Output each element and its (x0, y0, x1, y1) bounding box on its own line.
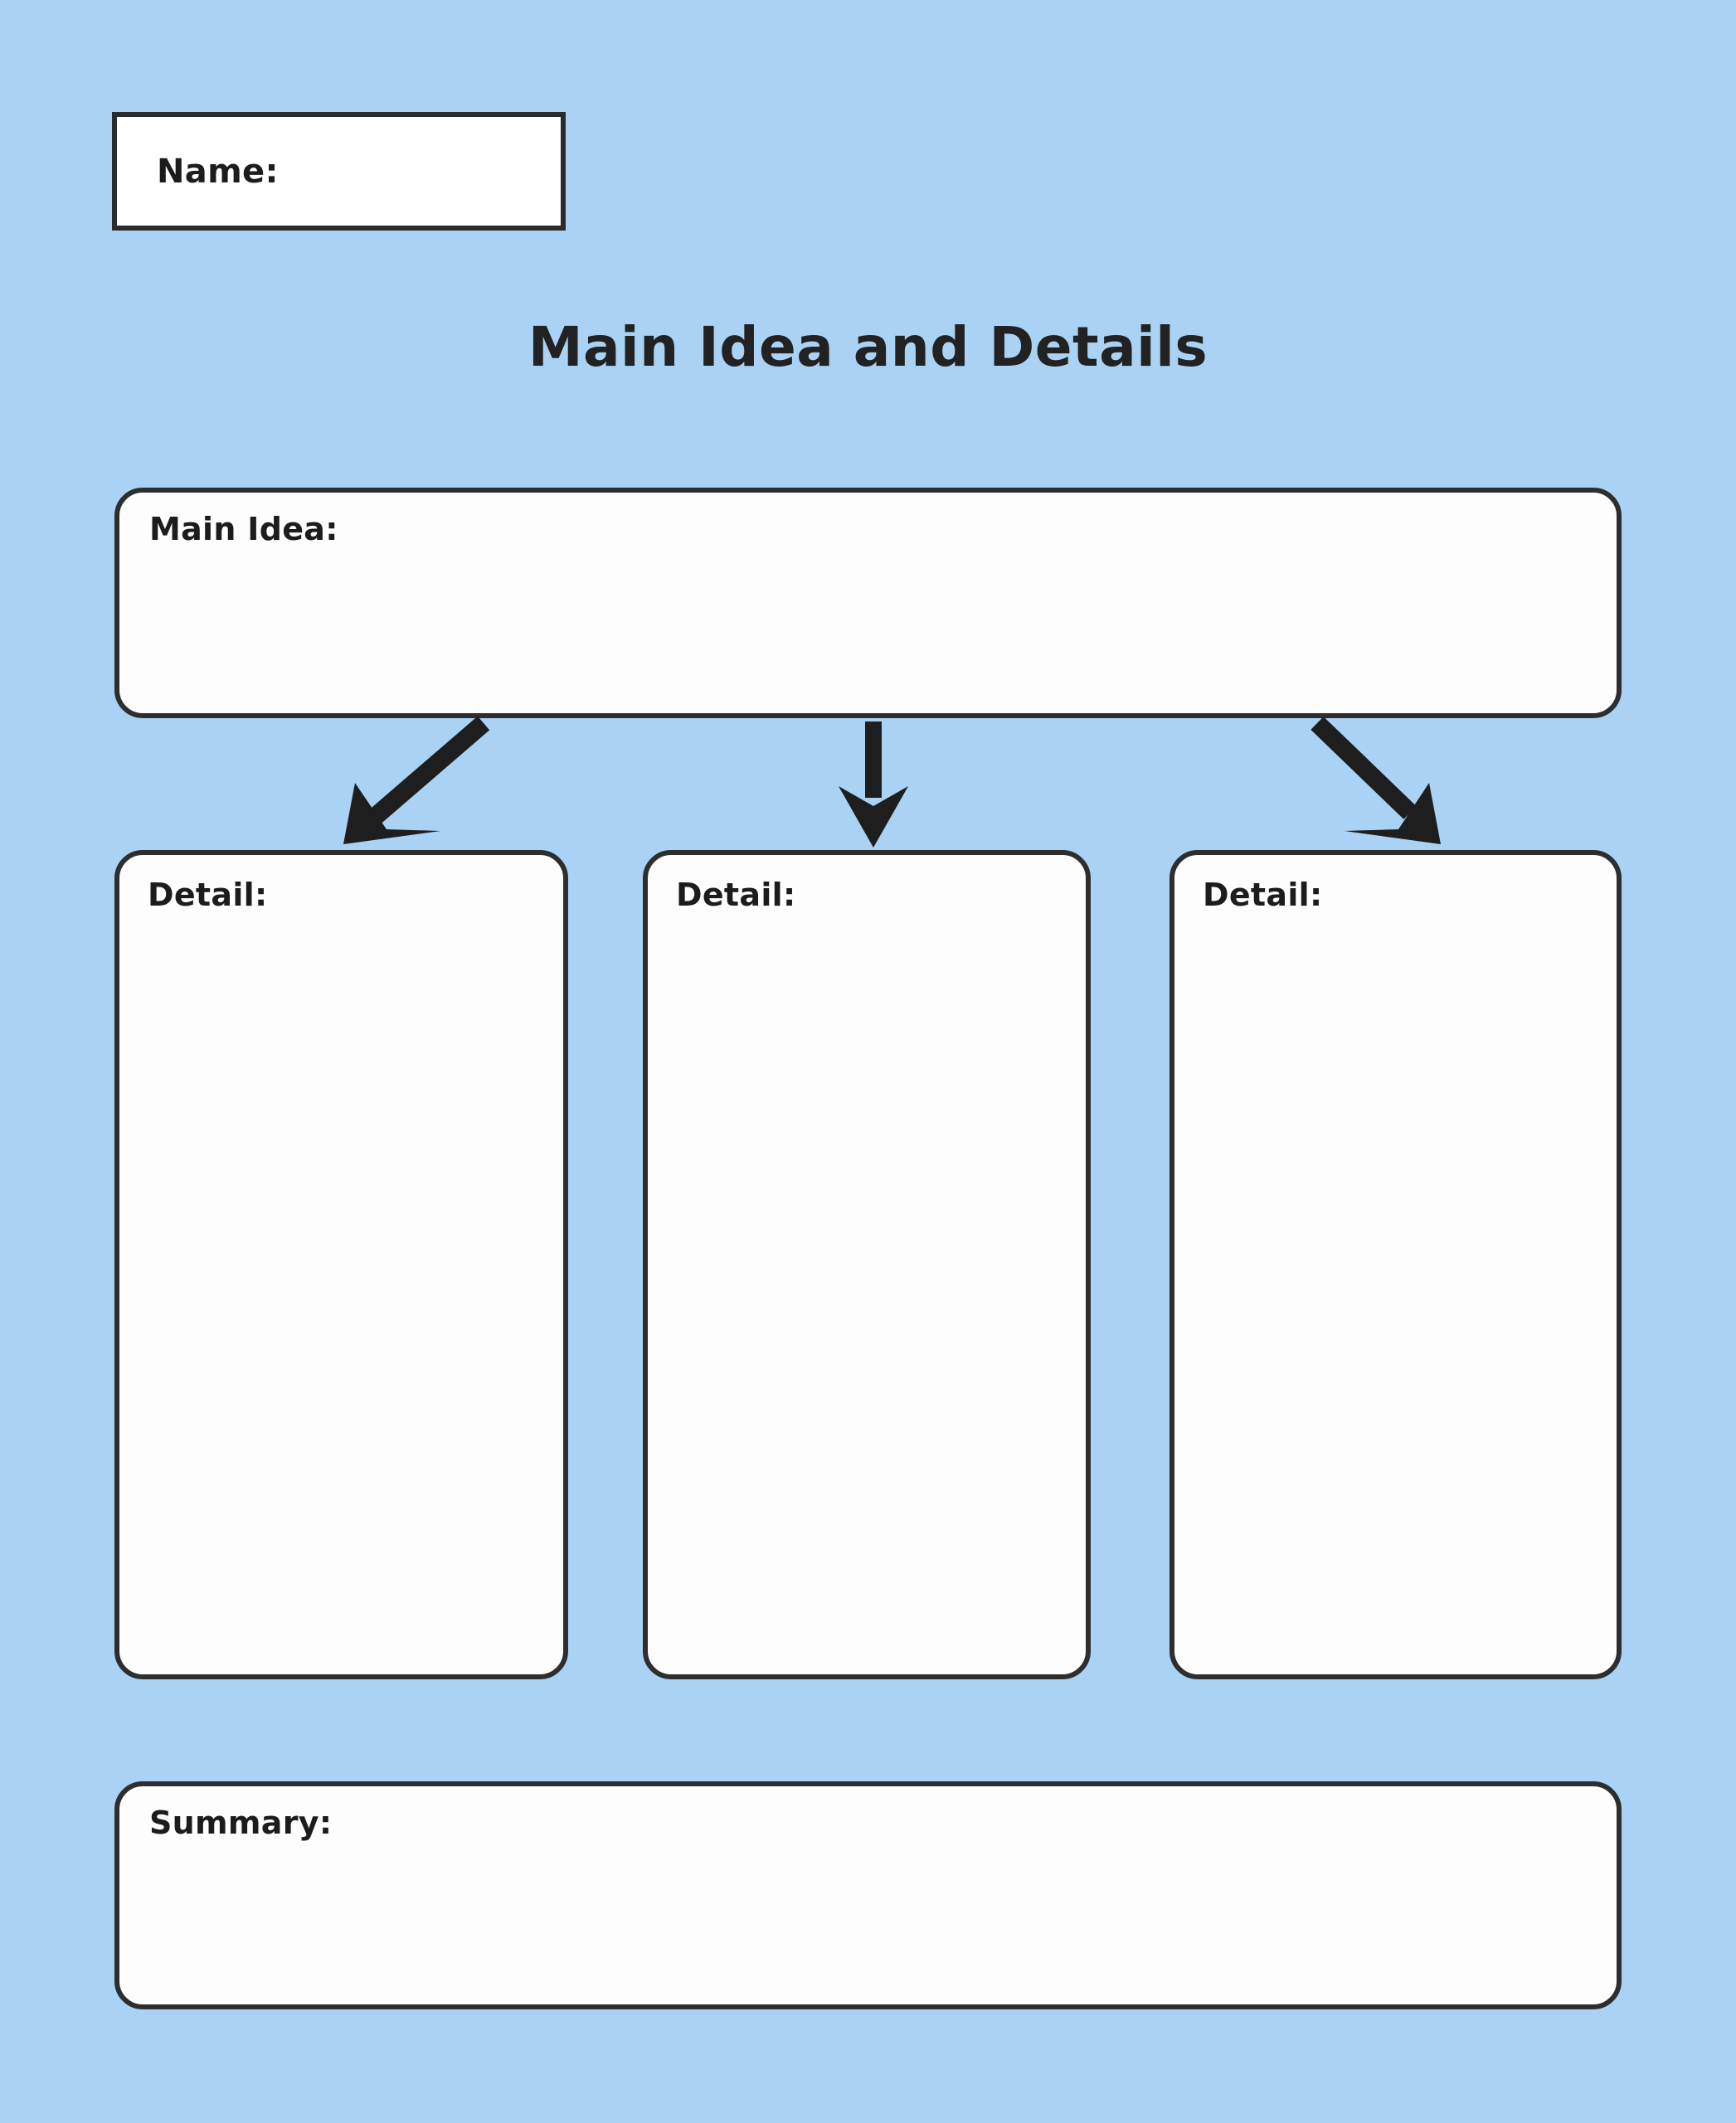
main-idea-box[interactable]: Main Idea: (114, 488, 1622, 718)
summary-label: Summary: (149, 1805, 333, 1841)
arrow-main-idea-to-detail-1 (343, 716, 490, 844)
detail-box-2[interactable]: Detail: (643, 850, 1091, 1679)
main-idea-label: Main Idea: (149, 511, 338, 547)
detail-box-2-label: Detail: (676, 877, 796, 913)
detail-box-3-label: Detail: (1203, 877, 1323, 913)
detail-box-1-label: Detail: (148, 877, 268, 913)
name-field[interactable]: Name: (112, 112, 566, 231)
arrow-main-idea-to-detail-3 (1311, 717, 1441, 844)
detail-box-1[interactable]: Detail: (114, 850, 568, 1679)
page-title: Main Idea and Details (528, 315, 1208, 379)
detail-box-3[interactable]: Detail: (1169, 850, 1622, 1679)
name-field-label: Name: (157, 152, 279, 191)
arrow-main-idea-to-detail-2 (839, 721, 908, 848)
summary-box[interactable]: Summary: (114, 1781, 1622, 2009)
